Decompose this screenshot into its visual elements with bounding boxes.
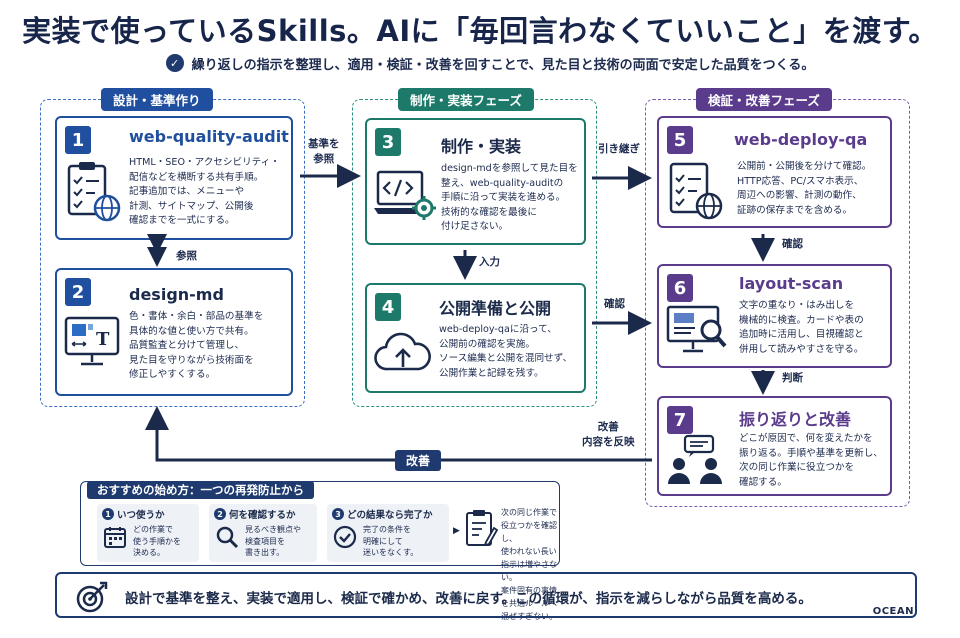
checklist-globe-icon <box>667 158 725 226</box>
card-number: 7 <box>667 406 693 434</box>
arrow-label: 判断 <box>782 372 803 384</box>
check-icon: ✓ <box>165 54 184 72</box>
step-title: どの結果なら完了か <box>347 510 433 521</box>
card-build: 3 制作・実装 design-mdを参照して見た目を 整え、web-qualit… <box>365 118 586 245</box>
card-title: web-deploy-qa <box>734 130 868 149</box>
step-number: 3 <box>332 508 344 520</box>
summary-banner: 設計で基準を整え、実装で適用し、検証で確かめ、改善に戻す。この循環が、指示を減ら… <box>55 572 917 618</box>
card-body: design-mdを参照して見た目を 整え、web-quality-auditの… <box>441 163 578 232</box>
card-body: 文字の重なり・はみ出しを 機械的に検査。カードや表の 追加時に活用し、目視確認と… <box>739 300 864 355</box>
card-design-md: 2 design-md T 色・書体・余白・部品の基準を 具体的な値と使い方で共… <box>55 268 293 396</box>
check-circle-icon <box>333 525 357 553</box>
step-title: 何を確認するか <box>229 510 296 521</box>
chevron-right-icon: ▶ <box>453 526 460 536</box>
monitor-magnifier-icon <box>665 304 731 360</box>
people-chat-icon <box>665 434 727 490</box>
arrow-label: 基準を 参照 <box>308 138 340 165</box>
summary-text: 設計で基準を整え、実装で適用し、検証で確かめ、改善に戻す。この循環が、指示を減ら… <box>125 591 812 607</box>
card-title: web-quality-audit <box>129 127 289 146</box>
design-monitor-icon: T <box>63 314 121 374</box>
card-body: 公開前・公開後を分けて確認。 HTTP応答、PC/スマホ表示、 周辺への影響、計… <box>737 161 872 216</box>
card-body: web-deploy-qaに沿って、 公開前の確認を実施。 ソース編集と公開を混… <box>439 324 573 379</box>
clipboard-pen-icon <box>464 508 499 554</box>
card-title: layout-scan <box>739 274 844 293</box>
search-icon <box>215 525 239 553</box>
subtitle-text: 繰り返しの指示を整理し、適用・検証・改善を回すことで、見た目と技術の両面で安定し… <box>191 57 815 73</box>
phase-design: 設計・基準作り <box>40 88 305 407</box>
card-web-deploy-qa: 5 web-deploy-qa 公開前・公開後を分けて確認。 HTTP応答、PC… <box>657 116 892 228</box>
page-subtitle: ✓ 繰り返しの指示を整理し、適用・検証・改善を回すことで、見た目と技術の両面で安… <box>140 52 840 74</box>
svg-text:T: T <box>96 329 110 350</box>
card-title: 公開準備と公開 <box>439 299 552 318</box>
arrow-label: 参照 <box>176 250 197 262</box>
card-number: 2 <box>65 278 91 306</box>
card-title: design-md <box>129 285 224 304</box>
loop-label: 改善 <box>395 450 442 471</box>
checklist-globe-icon <box>65 160 123 228</box>
card-publish: 4 公開準備と公開 web-deploy-qaに沿って、 公開前の確認を実施。 … <box>365 283 586 393</box>
card-title: 振り返りと改善 <box>739 410 852 429</box>
phase-build-label: 制作・実装フェーズ <box>398 88 534 111</box>
code-laptop-icon <box>372 168 436 230</box>
arrow-label: 確認 <box>604 298 625 310</box>
card-layout-scan: 6 layout-scan 文字の重なり・はみ出しを 機械的に検査。カードや表の… <box>657 264 892 368</box>
cloud-upload-icon <box>373 331 433 379</box>
step-number: 2 <box>214 508 226 520</box>
card-number: 1 <box>65 126 91 154</box>
card-body: HTML・SEO・アクセシビリティ・ 配信などを横断する共有手順。 記事追加では… <box>129 157 280 226</box>
brand-label: OCEAN <box>872 606 914 617</box>
starter-heading: おすすめの始め方：一つの再発防止から <box>87 481 314 499</box>
step-number: 1 <box>102 508 114 520</box>
arrow-label: 確認 <box>782 238 803 250</box>
step-body: 見るべき観点や 検査項目を 書き出す。 <box>245 525 301 557</box>
arrow-loop-back <box>145 406 652 462</box>
phase-design-label: 設計・基準作り <box>101 88 213 111</box>
card-number: 5 <box>667 126 693 154</box>
step-title: いつ使うか <box>117 510 165 521</box>
card-title: 制作・実装 <box>441 137 522 156</box>
arrow-label: 入力 <box>479 256 500 268</box>
card-number: 6 <box>667 274 693 302</box>
card-number: 3 <box>375 128 401 156</box>
step-body: 完了の条件を 明確にして 迷いをなくす。 <box>363 525 419 557</box>
page-title: 実装で使っているSkills。AIに「毎回言わなくていいこと」を渡す。 <box>22 14 938 48</box>
target-arrow-icon <box>75 580 109 618</box>
card-body: どこが原因で、何を変えたかを 振り返る。手順や基準を更新し、 次の同じ作業に役立… <box>739 433 883 488</box>
arrow-label: 改善 内容を反映 <box>582 421 635 448</box>
step-body: どの作業で 使う手順かを 決める。 <box>133 525 181 557</box>
arrow-label: 引き継ぎ <box>598 143 640 155</box>
card-web-quality-audit: 1 web-quality-audit HTML・SEO・アクセシビリティ・ 配… <box>55 116 293 240</box>
card-body: 色・書体・余白・部品の基準を 具体的な値と使い方で共有。 品質監査と分けて管理し… <box>129 311 264 380</box>
phase-verify: 検証・改善フェーズ <box>645 88 910 507</box>
phase-verify-label: 検証・改善フェーズ <box>696 88 832 111</box>
calendar-icon <box>103 525 127 553</box>
phase-build: 制作・実装フェーズ <box>352 88 597 407</box>
card-number: 4 <box>375 293 401 321</box>
card-retrospective: 7 振り返りと改善 どこが原因で、何を変えたかを 振り返る。手順や基準を更新し、… <box>657 396 892 496</box>
